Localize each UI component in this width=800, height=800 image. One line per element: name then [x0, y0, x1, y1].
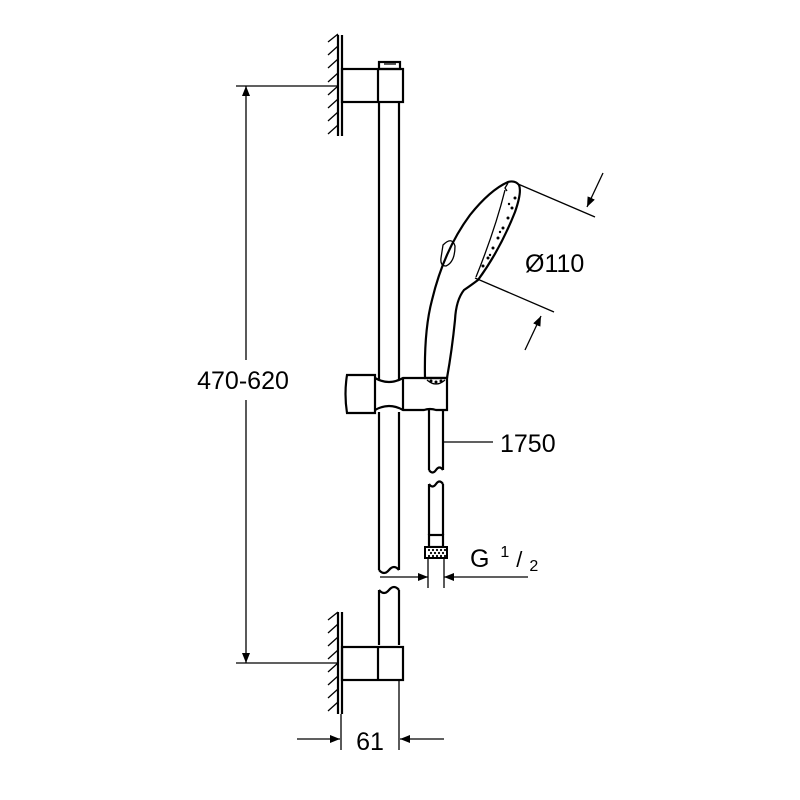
height-range-label: 470-620	[197, 367, 289, 395]
thread-numerator: 1	[500, 544, 509, 561]
hose-length-dimension: 1750	[443, 430, 556, 458]
height-dimension: 470-620	[197, 85, 338, 664]
thread-dimension: G 1 / 2	[380, 535, 538, 581]
diameter-dimension: Ø110	[474, 172, 604, 351]
shower-hose	[424, 410, 448, 588]
shower-rail	[377, 102, 401, 645]
projection-dimension: 61	[297, 714, 444, 756]
bottom-wall-bracket	[340, 645, 405, 750]
projection-label: 61	[356, 728, 384, 756]
hose-length-label: 1750	[500, 430, 556, 458]
thread-label: G 1 / 2	[470, 535, 538, 575]
thread-slash: /	[516, 547, 523, 572]
slider-holder	[344, 373, 449, 415]
top-wall-hatching	[327, 33, 344, 136]
top-wall-bracket	[340, 60, 405, 104]
thread-denominator: 2	[529, 558, 538, 575]
hand-shower	[423, 180, 521, 380]
diameter-label: Ø110	[525, 250, 584, 278]
thread-prefix: G	[470, 545, 489, 573]
